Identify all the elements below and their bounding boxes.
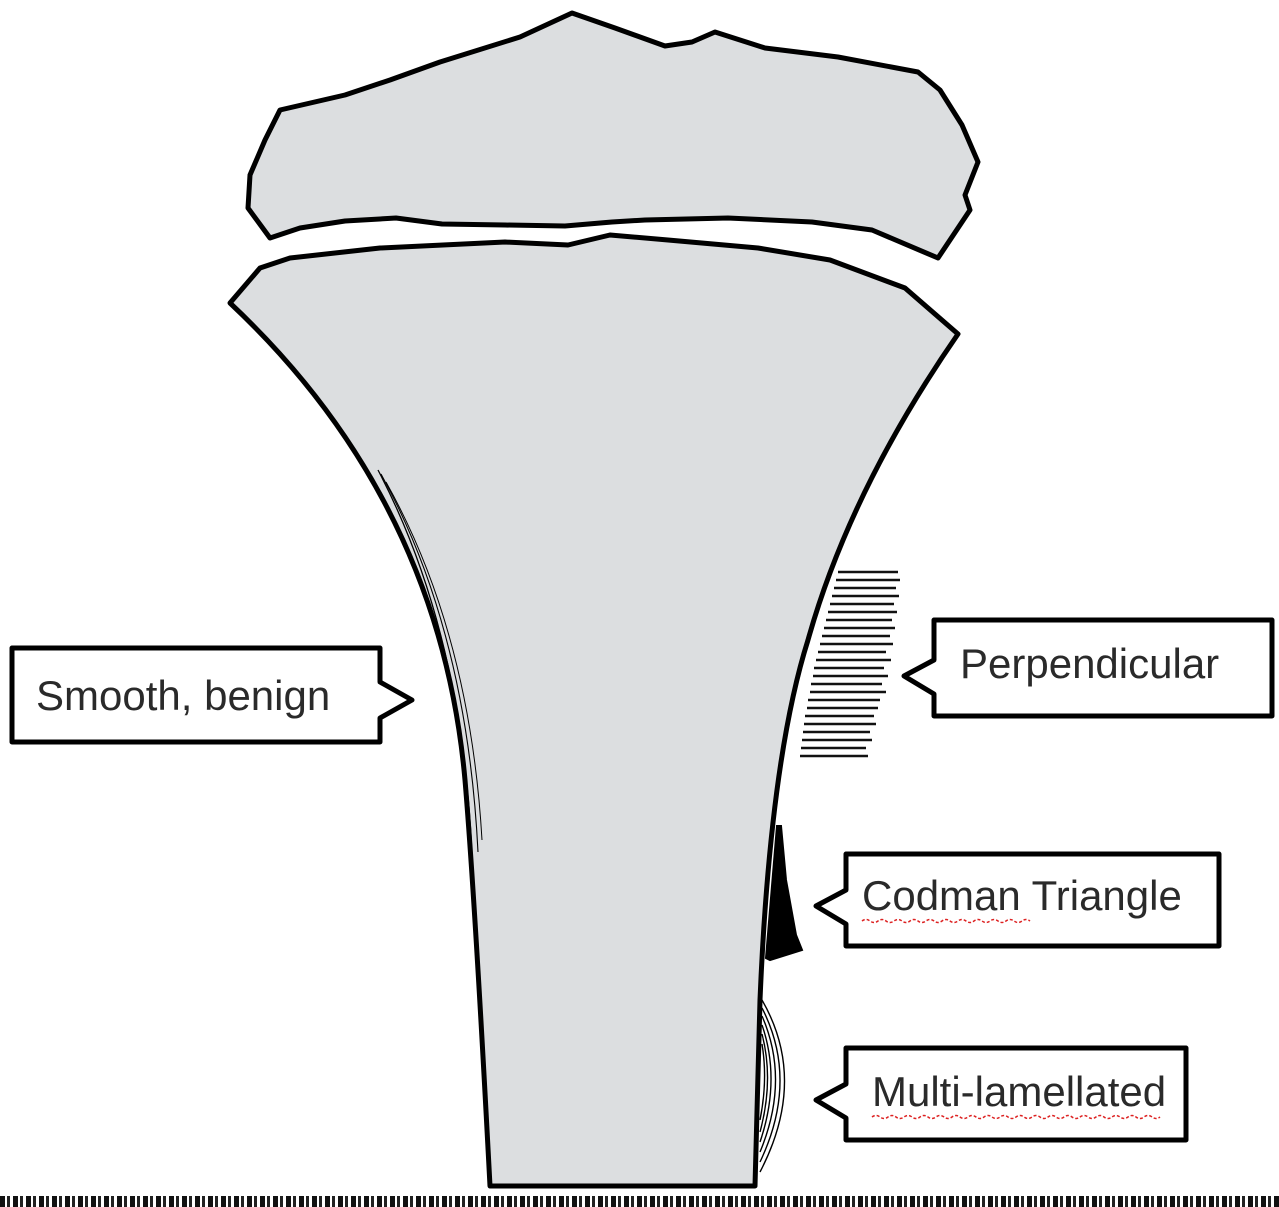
callout-label: Smooth, benign (36, 672, 330, 719)
callout-label: Multi-lamellated (872, 1068, 1166, 1115)
callout-label: Perpendicular (960, 640, 1219, 687)
callout-perpendicular: Perpendicular (904, 620, 1272, 716)
callout-smooth-benign: Smooth, benign (12, 648, 412, 742)
multi-lamellated-reaction (760, 1000, 785, 1172)
epiphysis (248, 13, 978, 258)
garbled-caption-strip (0, 1196, 1279, 1207)
callout-multi-lamellated: Multi-lamellated (816, 1048, 1186, 1140)
callout-label: Codman Triangle (862, 872, 1182, 919)
callout-codman-triangle: Codman Triangle (816, 854, 1219, 946)
